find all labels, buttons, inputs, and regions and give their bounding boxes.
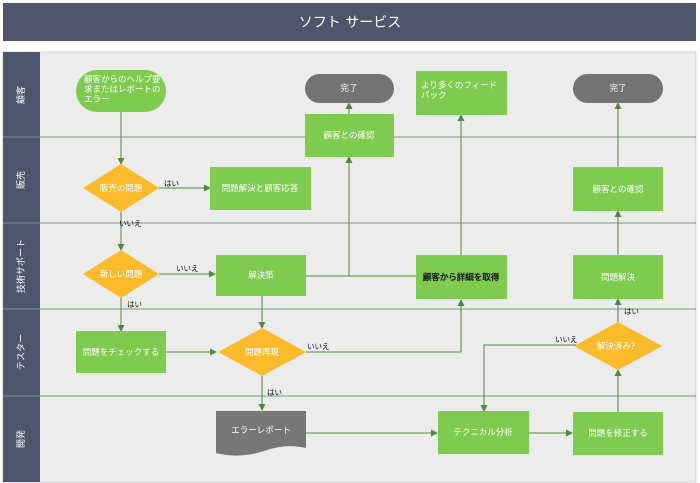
edge-label-yes: はい: [127, 300, 142, 309]
lane-header-band: [3, 52, 40, 482]
lane-label-tester: テスター: [16, 334, 27, 370]
lane-label-customer: 顧客: [15, 86, 27, 104]
edge-label-no: いいえ: [555, 335, 578, 344]
confirm-customer-node: [305, 114, 394, 157]
edge-reproduce-to-details: [306, 299, 465, 353]
sales-issue-decision: [83, 164, 159, 212]
edge-label-no: いいえ: [176, 264, 199, 273]
edge-label-yes: はい: [267, 388, 282, 397]
check-issue-node: [76, 331, 166, 373]
get-details-node-label: 顧客から詳細を取得: [423, 272, 500, 283]
sales-issue-decision-label: 販売の問題: [100, 183, 143, 194]
solution-node-label: 解決策: [248, 270, 274, 281]
new-issue-decision: [83, 250, 159, 298]
tech-analysis-node-label: テクニカル分析: [453, 427, 513, 438]
edge-label-yes: はい: [624, 307, 639, 316]
resolved-decision: [574, 322, 662, 370]
resolve-respond-node-label: 問題解決と顧客応答: [222, 183, 299, 194]
lane-label-development: 開発: [15, 430, 27, 448]
diagram-header: [3, 3, 696, 41]
solution-node: [216, 255, 306, 296]
confirm-customer-node-2-label: 顧客との確認: [593, 184, 644, 195]
reproduce-decision: [218, 328, 306, 376]
edge-label-yes: はい: [164, 179, 179, 188]
new-issue-decision-label: 新しい問題: [100, 269, 143, 280]
lane-label-tech-support: 技術サポート: [15, 239, 27, 293]
tech-analysis-node: [438, 411, 529, 454]
feedback-node-label: より多くのフィード バック: [421, 80, 500, 101]
reproduce-decision-label: 問題再現: [245, 348, 280, 358]
edge-label-no: いいえ: [307, 342, 330, 351]
edge-label-no: いいえ: [119, 219, 142, 228]
feedback-node: [416, 71, 507, 115]
end-node-1-label: 完了: [340, 83, 357, 94]
start-node-label: 顧客からのヘルプ要 求またはレポートの エラー: [84, 74, 163, 105]
lane-label-sales: 販売: [15, 171, 27, 189]
edge-resolved-no-to-analysis: [480, 344, 576, 412]
fix-issue-node: [573, 255, 663, 299]
start-node: [76, 70, 166, 112]
check-issue-node-label: 問題をチェックする: [83, 348, 160, 358]
end-node-2-label: 完了: [609, 83, 626, 94]
confirm-customer-node-label: 顧客との確認: [324, 130, 375, 141]
error-report-document: [216, 411, 306, 456]
fix-issue-node-label: 問題解決: [601, 272, 636, 283]
confirm-customer-node-2: [573, 167, 663, 211]
get-details-node: [416, 255, 507, 299]
end-node-1: [305, 74, 394, 103]
resolved-decision-label: 解決済み？: [597, 341, 640, 352]
error-report-document-label: エラーレポート: [231, 426, 291, 436]
correct-issue-node: [573, 412, 663, 455]
diagram-title: ソフト サービス: [299, 15, 401, 31]
correct-issue-node-label: 問題を修正する: [588, 428, 648, 439]
resolve-respond-node: [210, 167, 311, 210]
end-node-2: [573, 74, 663, 103]
